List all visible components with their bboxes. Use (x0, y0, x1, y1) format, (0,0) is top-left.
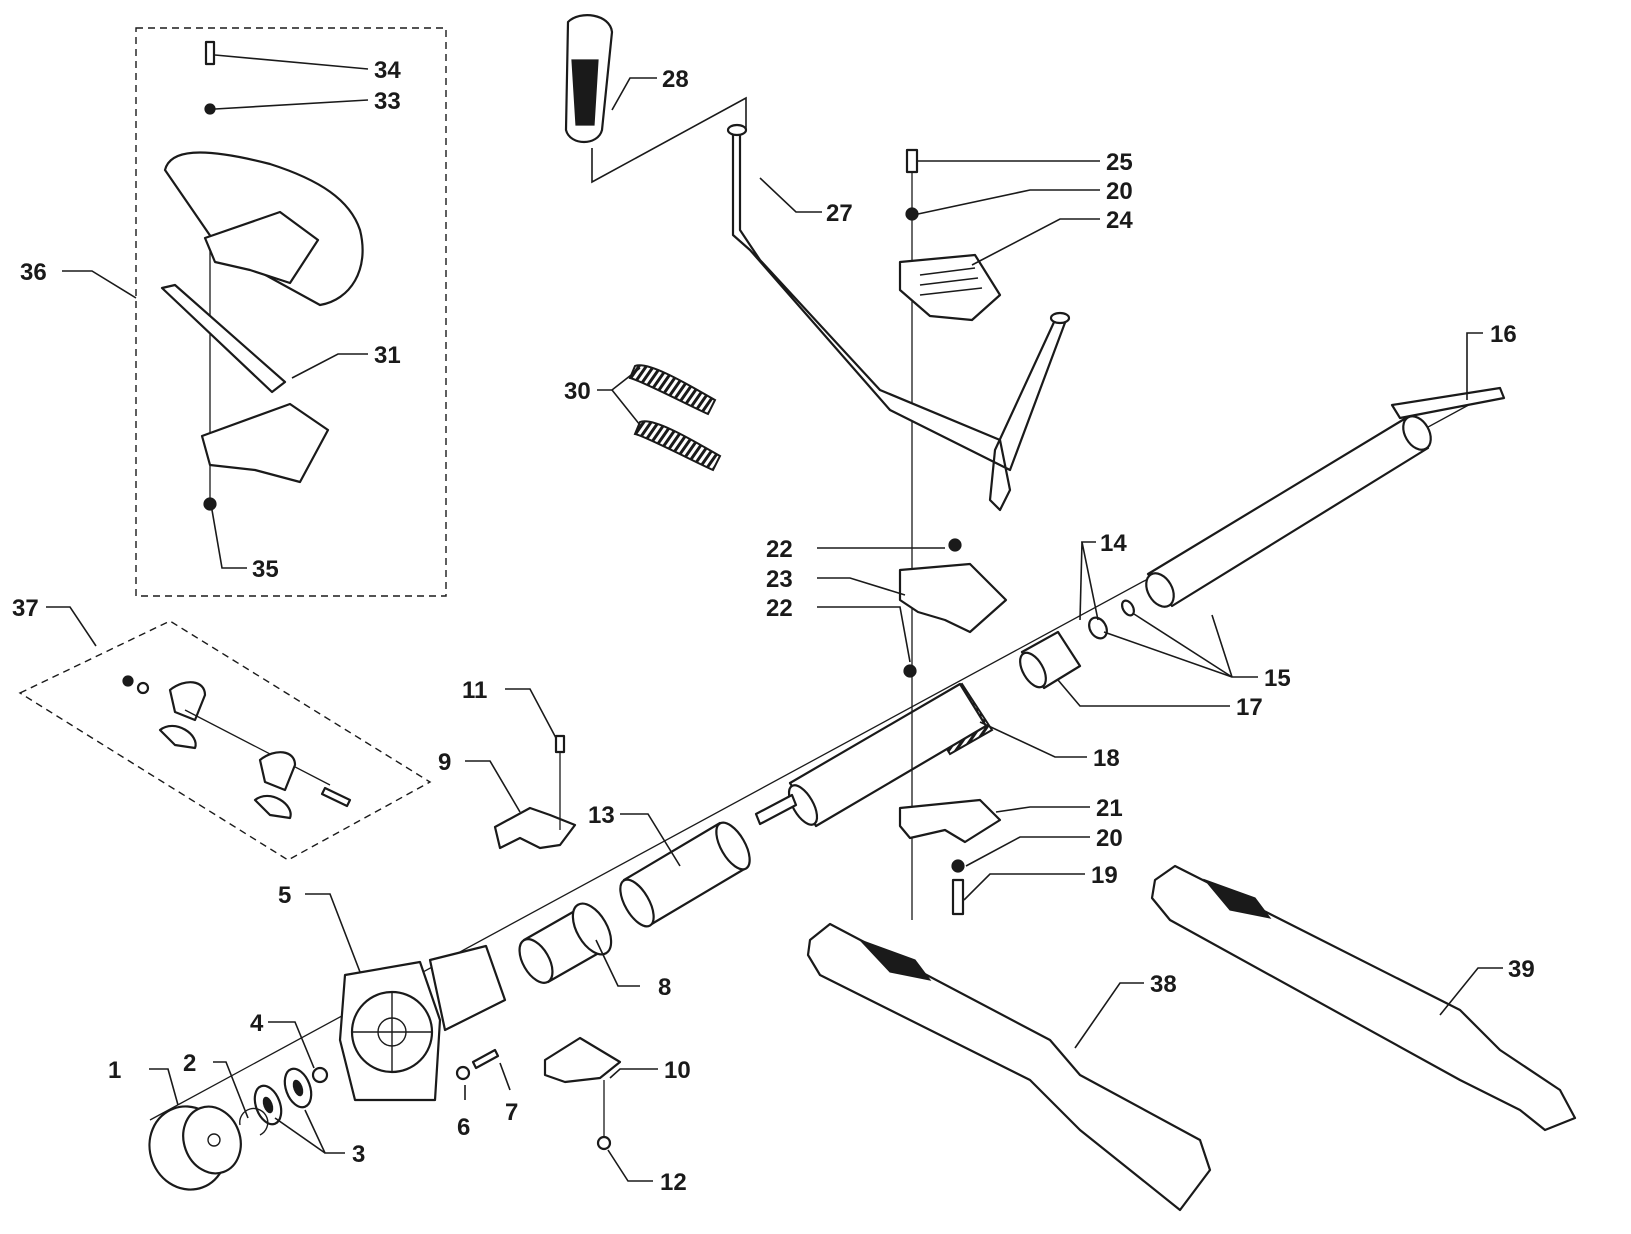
handlebar-assembly (564, 14, 1071, 512)
callout-16: 16 (1490, 321, 1517, 348)
assembly-36-dashed-box (135, 27, 447, 597)
callout-19: 19 (1091, 862, 1118, 889)
callout-34: 34 (374, 57, 401, 84)
leader-lines (46, 54, 1503, 1182)
callout-23: 23 (766, 566, 793, 593)
callout-11: 11 (462, 677, 487, 704)
callout-7: 7 (505, 1099, 518, 1126)
callout-39: 39 (1508, 956, 1535, 983)
bracket-kit-37 (122, 675, 352, 820)
callout-20-lower: 20 (1096, 825, 1123, 852)
callout-24: 24 (1106, 207, 1133, 234)
callout-20-upper: 20 (1106, 178, 1133, 205)
hardware-parts (455, 734, 622, 1151)
callout-27: 27 (826, 200, 853, 227)
callout-15: 15 (1264, 665, 1291, 692)
callout-13: 13 (588, 802, 615, 829)
callout-38: 38 (1150, 971, 1177, 998)
callout-33: 33 (374, 88, 401, 115)
callout-31: 31 (374, 342, 401, 369)
callout-8: 8 (658, 974, 671, 1001)
callout-37: 37 (12, 595, 39, 622)
drive-shaft-assembly (148, 386, 1506, 1191)
callout-18: 18 (1093, 745, 1120, 772)
callout-22-lower: 22 (766, 595, 793, 622)
harness-strap-39 (1150, 864, 1577, 1132)
callout-17: 17 (1236, 694, 1263, 721)
harness-strap-38 (806, 922, 1212, 1212)
callout-22-upper: 22 (766, 536, 793, 563)
callout-25: 25 (1106, 149, 1133, 176)
callout-14: 14 (1100, 530, 1127, 557)
callout-labels: 1 2 3 4 5 6 7 8 9 10 11 12 13 14 15 16 1… (12, 57, 1535, 1196)
callout-6: 6 (457, 1114, 470, 1141)
callout-3: 3 (352, 1141, 365, 1168)
callout-2: 2 (183, 1050, 196, 1077)
callout-1: 1 (108, 1057, 121, 1084)
callout-30: 30 (564, 378, 591, 405)
callout-35: 35 (252, 556, 279, 583)
callout-28: 28 (662, 66, 689, 93)
callout-10: 10 (664, 1057, 691, 1084)
assembly-37-dashed-box (18, 620, 432, 861)
callout-12: 12 (660, 1169, 687, 1196)
loop-handle-assembly (160, 40, 364, 511)
callout-5: 5 (278, 882, 291, 909)
handle-clamp-assembly (898, 148, 1008, 920)
callout-4: 4 (250, 1010, 264, 1037)
callout-9: 9 (438, 749, 451, 776)
callout-36: 36 (20, 259, 47, 286)
callout-21: 21 (1096, 795, 1123, 822)
